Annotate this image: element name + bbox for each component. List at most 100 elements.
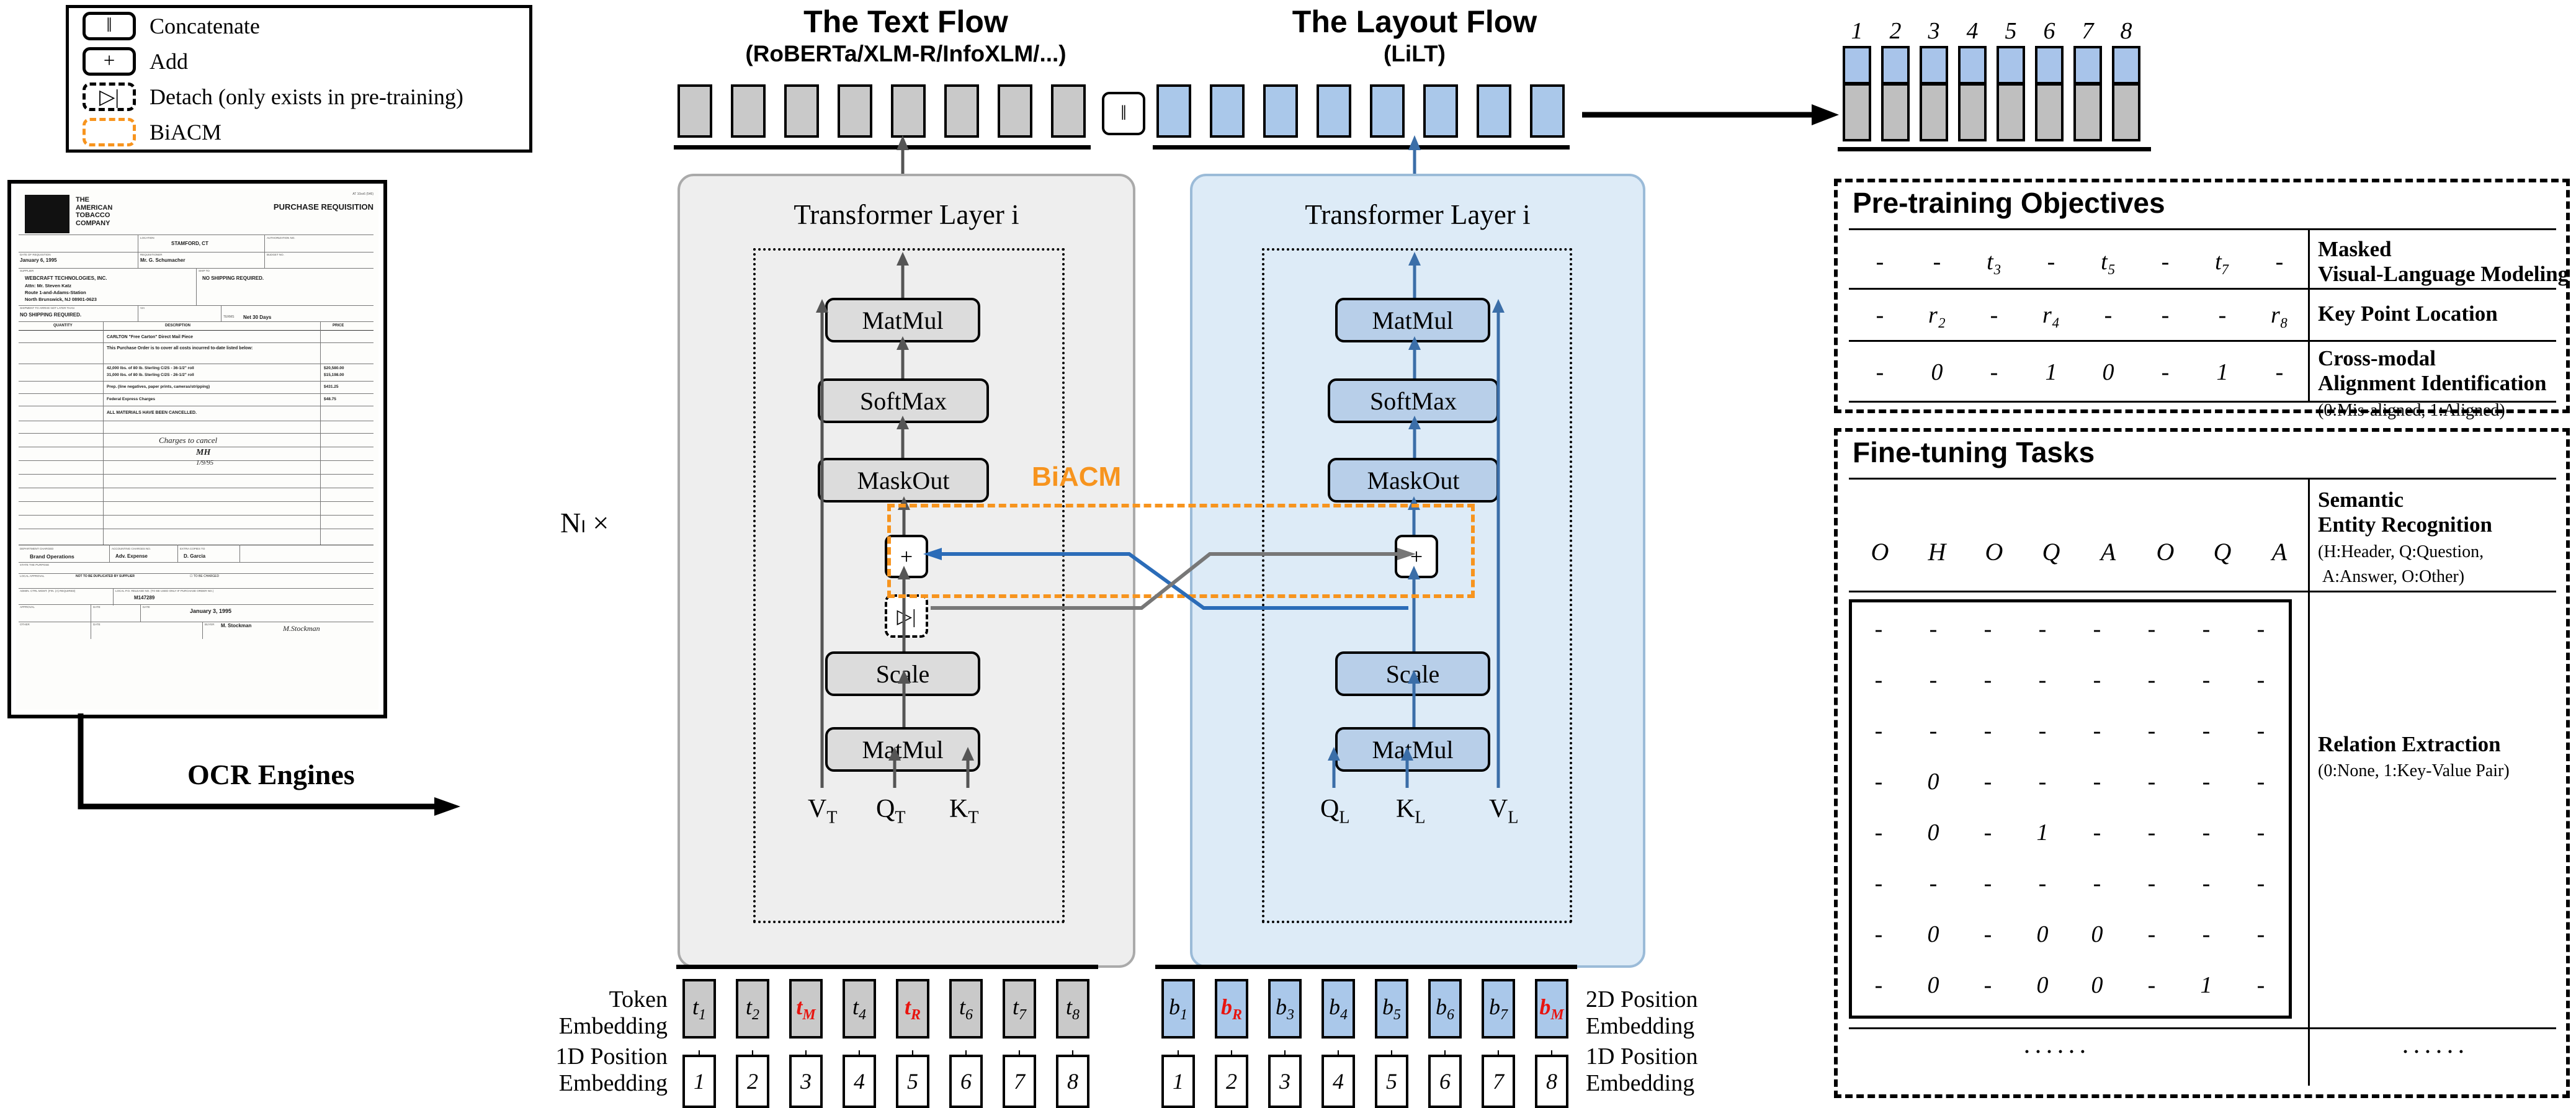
- layout-layer-title: Transformer Layer i: [1305, 199, 1531, 230]
- detach-glyph: ▷|: [99, 86, 119, 109]
- ser-cell: H: [1928, 538, 1946, 566]
- re-matrix-cell: -: [1983, 972, 1992, 998]
- layout-input-bar: [1155, 965, 1577, 969]
- concatenate-icon: ‖: [83, 11, 136, 40]
- doc-footer-label: DATE: [143, 605, 150, 609]
- re-sublabel: (0:None, 1:Key-Value Pair): [2318, 761, 2510, 781]
- layout-token-cell: b5: [1375, 979, 1408, 1039]
- pretraining-row-label-kpl: Key Point Location: [2318, 302, 2498, 326]
- output-bar-top-segment: [1920, 46, 1948, 84]
- re-matrix-cell: -: [2256, 972, 2265, 998]
- output-bar-number: 6: [2043, 18, 2055, 44]
- output-cell-text: [891, 84, 926, 138]
- pretraining-cell: -: [2161, 302, 2170, 328]
- re-matrix-cell: -: [2256, 718, 2265, 744]
- pretraining-cell: -: [2275, 249, 2284, 275]
- re-matrix-cell: 0: [2036, 972, 2049, 998]
- output-bar-bottom-segment: [1843, 83, 1871, 141]
- text-matmul-bottom: MatMul: [825, 727, 980, 772]
- output-cell-layout: [1317, 84, 1351, 138]
- handwriting-date: 1/9/95: [196, 459, 214, 467]
- output-arrow: [1582, 104, 1839, 125]
- position-cell: 4: [843, 1055, 876, 1108]
- legend-label-add: Add: [150, 48, 188, 74]
- doc-row-price: $15,198.00: [324, 373, 344, 377]
- output-cell-text: [678, 84, 712, 138]
- finetuning-rule-ser: [1849, 591, 2556, 592]
- company-logo: [25, 195, 69, 233]
- re-matrix-cell: -: [2202, 921, 2211, 947]
- doc-footer-date: January 3, 1995: [190, 608, 232, 614]
- text-input-bar: [676, 965, 1098, 969]
- output-bar-bottom-segment: [1997, 83, 2025, 141]
- doc-footer-label: ACCOUNTING CHARGES NO.: [112, 547, 151, 550]
- doc-field-supplier: WEBCRAFT TECHNOLOGIES, INC.: [25, 275, 107, 281]
- text-attention-dashed-region: [753, 248, 1065, 923]
- pretraining-cell: -: [2161, 359, 2170, 385]
- pretraining-cell: r₄: [2042, 302, 2060, 328]
- pretraining-title: Pre-training Objectives: [1853, 187, 2165, 219]
- output-bar-top-segment: [2035, 46, 2064, 84]
- re-matrix-cell: -: [1929, 870, 1938, 896]
- re-matrix-cell: -: [2147, 718, 2156, 744]
- doc-row-desc: ALL MATERIALS HAVE BEEN CANCELLED.: [107, 411, 197, 415]
- layout-input-q: QL: [1320, 795, 1350, 828]
- re-matrix-cell: 0: [2091, 972, 2103, 998]
- re-matrix-cell: -: [1929, 718, 1938, 744]
- position-cell: 8: [1535, 1055, 1568, 1108]
- output-cell-layout: [1477, 84, 1511, 138]
- doc-footer-label: BUYER: [205, 623, 215, 626]
- doc-footer-note: NOT TO BE DUPLICATED BY SUPPLIER: [76, 574, 135, 578]
- finetuning-rule-re: [1849, 1027, 2556, 1029]
- re-matrix-cell: -: [1983, 718, 1992, 744]
- text-matmul-top: MatMul: [825, 298, 980, 342]
- detach-glyph: ▷|: [897, 605, 916, 627]
- pretraining-cell: -: [2047, 249, 2055, 275]
- layout-input-k: KL: [1396, 795, 1426, 828]
- doc-field-arrival: NO SHIPPING REQUIRED.: [20, 312, 82, 318]
- doc-field-terms: Net 30 Days: [243, 315, 272, 320]
- re-matrix-cell: -: [1874, 667, 1883, 693]
- layout-token-cell: b3: [1268, 979, 1302, 1039]
- layout-input-v: VL: [1489, 795, 1519, 828]
- layout-flow-subtitle: (LiLT): [1384, 41, 1446, 66]
- text-token-cell: t2: [736, 979, 769, 1039]
- re-label: Relation Extraction(0:None, 1:Key-Value …: [2318, 732, 2510, 781]
- doc-footer-acct: Adv. Expense: [115, 553, 148, 559]
- re-matrix-cell: -: [2038, 616, 2047, 642]
- doc-row-desc: Federal Express Charges: [107, 397, 156, 401]
- re-matrix-cell: -: [1874, 820, 1883, 846]
- re-matrix-cell: -: [1983, 870, 1992, 896]
- re-matrix-cell: -: [1929, 616, 1938, 642]
- doc-row-desc: 42,000 lbs. of 80 lb. Sterling C/2S - 36…: [107, 366, 194, 370]
- position-cell: 3: [1268, 1055, 1302, 1108]
- doc-footer-note2: ☐ TO BE CHARGED: [190, 574, 220, 578]
- re-matrix-cell: -: [1874, 870, 1883, 896]
- pretraining-rule-1: [1849, 288, 2556, 290]
- doc-footer-label: EXTRA COPIES TO: [180, 547, 205, 550]
- text-add-node: +: [885, 535, 928, 578]
- layout-add-node: +: [1395, 535, 1438, 578]
- doc-field-label: VIA: [140, 306, 145, 310]
- text-token-cell: tM: [789, 979, 823, 1039]
- re-matrix-cell: 0: [2036, 921, 2049, 947]
- doc-corner-code: AT 10xx6 (546): [352, 192, 373, 196]
- biacm-cross-connections: [923, 548, 1416, 610]
- detach-icon: ▷|: [83, 82, 136, 111]
- concatenate-glyph: ‖: [106, 14, 112, 37]
- position-cell: 2: [736, 1055, 769, 1108]
- re-matrix-cell: -: [1874, 972, 1883, 998]
- doc-footer-label: LOCAL P.O. RELEASE NO. (TO BE USED ONLY …: [115, 589, 214, 592]
- legend-box: ‖ Concatenate + Add ▷| Detach (only exis…: [66, 5, 532, 153]
- pretraining-cell: -: [2161, 249, 2170, 275]
- position-cell: 7: [1003, 1055, 1036, 1108]
- doc-footer-dept: Brand Operations: [30, 553, 74, 560]
- re-matrix-cell: -: [1874, 718, 1883, 744]
- cmai-sublabel: (0:Mis-aligned, 1:Aligned): [2318, 400, 2505, 420]
- re-matrix-cell: -: [2093, 820, 2101, 846]
- layout-token-cell: bM: [1535, 979, 1568, 1039]
- output-bar-top-segment: [1997, 46, 2025, 84]
